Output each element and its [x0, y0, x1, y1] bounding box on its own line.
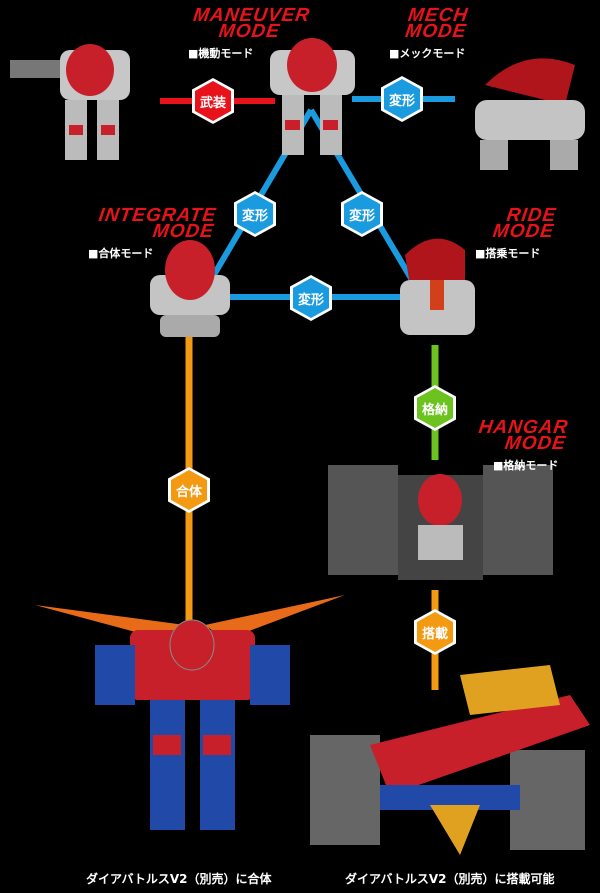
integrate-mode-robot-image — [150, 240, 230, 337]
mech-mode-title: MECH MODE — [390, 5, 484, 42]
diabattles-vehicle-image — [310, 665, 590, 855]
integrate-title-line2: MODE — [151, 221, 216, 242]
ride-mode-robot-image — [400, 238, 475, 335]
hangar-mode-image — [328, 465, 553, 580]
hangar-mode-title: HANGAR MODE — [473, 417, 569, 454]
combine-caption: ダイアバトルスV2（別売）に合体 — [86, 872, 272, 886]
transform-bottom-label: 変形 — [297, 292, 324, 308]
hangar-mode-subtitle: ■格納モード — [493, 459, 559, 472]
transform-left-label: 変形 — [241, 208, 268, 224]
maneuver-title-line2: MODE — [217, 21, 282, 42]
ride-mode-subtitle: ■搭乗モード — [475, 247, 541, 260]
combine-label: 合体 — [175, 484, 202, 500]
ride-title-line2: MODE — [491, 221, 556, 242]
load-badge: 搭載 — [414, 609, 456, 655]
arm-label: 武装 — [199, 95, 226, 111]
center-robot-image — [270, 38, 355, 155]
maneuver-mode-robot-image — [10, 44, 130, 160]
diabattles-combined-robot-image — [35, 595, 345, 830]
mech-mode-subtitle: ■メックモード — [389, 47, 466, 60]
hangar-title-line2: MODE — [503, 433, 568, 454]
mech-mode-robot-image — [475, 58, 585, 170]
store-label: 格納 — [421, 402, 448, 418]
transform-right-label: 変形 — [348, 208, 375, 224]
integrate-mode-subtitle: ■合体モード — [88, 247, 154, 260]
maneuver-mode-title: MANEUVER MODE — [186, 5, 315, 42]
mech-title-line2: MODE — [403, 21, 468, 42]
maneuver-mode-subtitle: ■機動モード — [188, 47, 254, 60]
integrate-mode-title: INTEGRATE MODE — [38, 205, 217, 242]
arm-badge: 武装 — [192, 78, 234, 124]
transform-right-badge: 変形 — [341, 191, 383, 237]
load-caption: ダイアバトルスV2（別売）に搭載可能 — [345, 872, 555, 886]
transform-mech-label: 変形 — [388, 93, 415, 109]
transform-left-badge: 変形 — [234, 191, 276, 237]
load-label: 搭載 — [421, 626, 448, 642]
ride-mode-title: RIDE MODE — [468, 205, 557, 242]
